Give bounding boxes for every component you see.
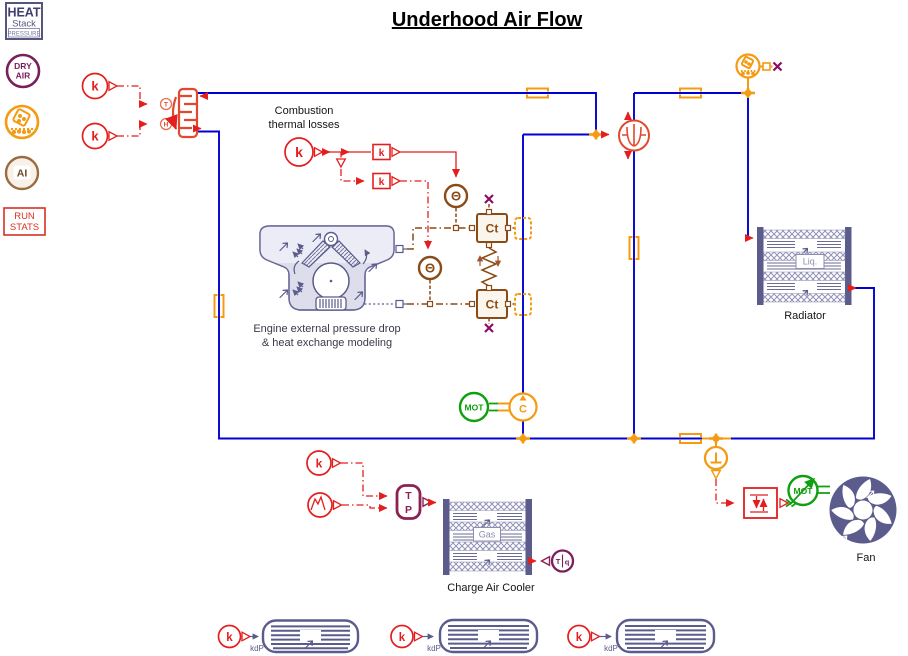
run-label: RUN [14,211,35,222]
palette-dry-air-button[interactable]: DRY AIR [5,53,41,89]
pipe-junction[interactable] [707,432,725,445]
svg-text:Ct: Ct [486,222,499,236]
kdp-label: kdP [250,644,264,653]
svg-text:k: k [379,176,385,188]
palette-heat-stack-pressure-button[interactable]: HEAT Stack PRESSURE [5,2,43,40]
charge-air-cooler[interactable]: Gas [443,499,532,575]
wall-exchange-element-1[interactable] [514,217,532,240]
k-source-1[interactable]: k [81,72,118,100]
kdp-label: kdP [427,644,441,653]
pipe-junction[interactable] [514,432,532,445]
signal-wire[interactable] [400,180,432,250]
fan-caption: Fan [857,552,876,564]
stack-label: Stack [12,19,36,30]
svg-text:k: k [379,147,385,159]
stack-heat-exchanger[interactable]: T H [159,87,208,139]
thermal-capacity-ct-2[interactable]: Ct [468,284,515,333]
signal-wire[interactable] [715,479,735,507]
gas-tag: Gas [479,530,496,540]
svg-text:MOT: MOT [465,403,485,413]
combustion-caption-2: thermal losses [269,119,340,131]
dry-label: DRY [14,61,32,71]
page-title: Underhood Air Flow [392,9,583,31]
pipe-junction[interactable] [739,86,757,100]
svg-text:H: H [164,122,169,129]
motor-compressor[interactable]: MOT C [458,391,538,423]
svg-text:Θ: Θ [451,189,461,204]
heat-label: HEAT [7,6,40,20]
combustion-caption-1: Combustion [275,105,334,117]
tp-boundary-source[interactable]: T P [395,484,432,520]
signal-wire[interactable] [400,151,460,178]
plugged-port-x-icon [484,194,494,204]
liq-tag: Liq. [803,257,818,267]
fan-image[interactable] [829,476,897,544]
radiator[interactable]: Liq. [757,227,852,305]
svg-text:k: k [295,144,303,160]
signal-wire[interactable] [340,169,365,185]
thermal-sensor-theta-1[interactable]: Θ [443,183,469,232]
svg-text:k: k [576,632,583,644]
svg-text:T: T [556,557,561,566]
signal-generator[interactable] [307,492,343,518]
k-gain-block-1[interactable]: k [372,143,401,161]
moist-air-source[interactable] [735,53,783,90]
pipe-junction[interactable] [625,432,643,445]
k-source-2[interactable]: k [81,122,118,150]
cac-caption: Charge Air Cooler [447,582,535,594]
svg-text:Ct: Ct [486,298,499,312]
stats-label: STATS [10,222,39,233]
svg-text:T: T [164,102,168,109]
svg-text:k: k [399,632,406,644]
svg-text:Θ: Θ [425,261,435,276]
svg-text:P: P [405,504,412,516]
kdp-label: kdP [604,644,618,653]
svg-text:k: k [226,632,233,644]
thermal-capacity-ct-1[interactable]: Ct [468,194,515,243]
variable-motor[interactable]: MOT [787,474,831,507]
thermal-sensor-theta-2[interactable]: Θ [417,255,443,308]
svg-text:k: k [316,457,323,471]
signal-tap[interactable] [336,158,346,168]
thermal-resistance[interactable] [476,241,502,290]
signal-wire[interactable] [342,504,388,512]
k-source-cac[interactable]: k [306,450,342,476]
signal-wire[interactable] [117,85,148,108]
pipe-junction[interactable] [587,128,605,141]
temperature-sensor[interactable] [703,443,729,480]
svg-text:k: k [91,129,99,144]
tq-sensor[interactable]: T q [540,549,575,573]
plugged-port-x-icon [484,323,494,333]
palette-ai-button[interactable]: AI [4,155,40,191]
palette-moist-air-icon[interactable] [4,104,40,140]
svg-text:C: C [519,404,527,416]
ai-label: AI [17,168,28,180]
svg-text:q: q [565,558,570,567]
svg-text:T: T [405,490,412,502]
k-gain-block-2[interactable]: k [372,172,401,190]
wall-exchange-element-2[interactable] [514,293,532,316]
k-source-combustion[interactable]: k [284,137,324,167]
engine-image[interactable] [256,224,407,311]
svg-text:k: k [91,79,99,94]
plugged-port-x-icon [772,61,783,72]
thermal-wire[interactable] [407,227,469,250]
radiator-caption: Radiator [784,310,826,322]
signal-wire[interactable] [341,462,388,500]
hysteresis-block[interactable] [743,487,789,519]
grille-branch-3[interactable]: k kdP [567,618,716,654]
air-label: AIR [16,71,31,81]
pressure-label: PRESSURE [7,32,40,38]
engine-caption-1: Engine external pressure drop [253,323,400,335]
grille-branch-1[interactable]: k kdP [217,619,360,654]
grille-branch-2[interactable]: k kdP [390,618,539,654]
engine-caption-2: & heat exchange modeling [262,337,392,349]
signal-wire[interactable] [117,120,148,137]
palette-run-stats-button[interactable]: RUN STATS [3,207,46,236]
inline-fan[interactable] [618,111,650,160]
